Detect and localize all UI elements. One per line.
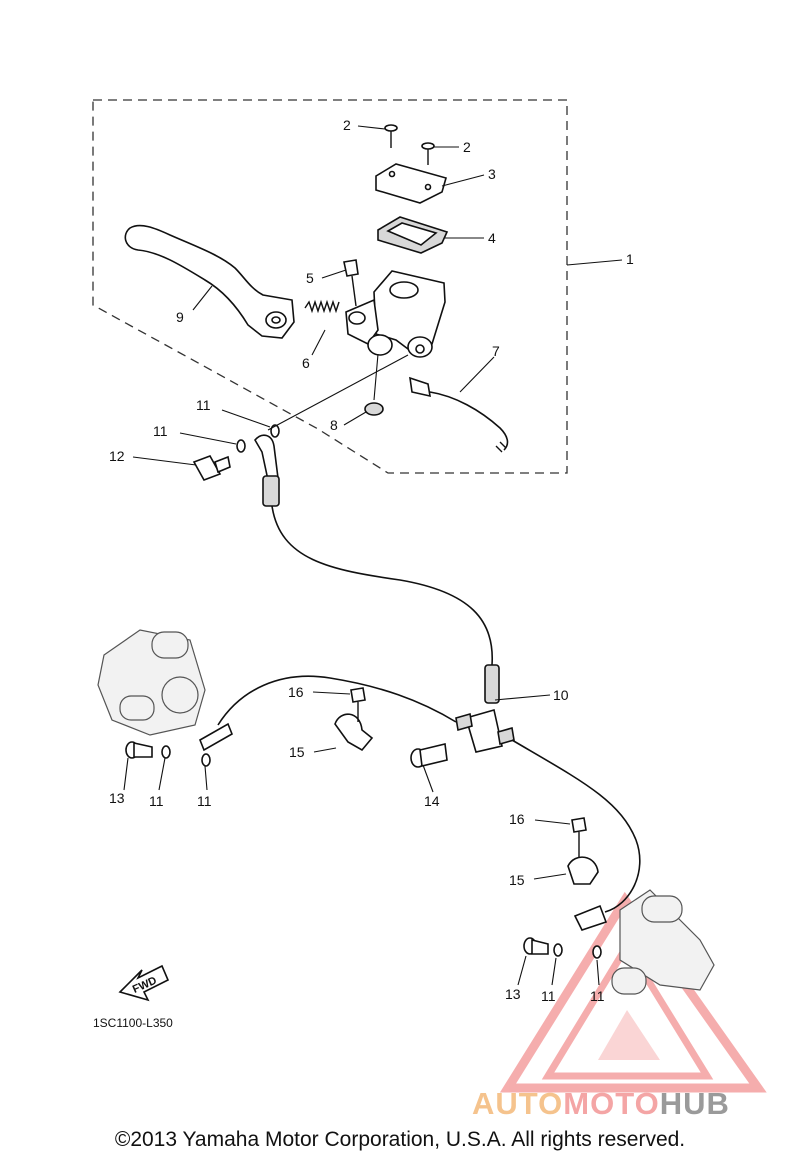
callout-8: 8 [330, 417, 338, 433]
callout-3: 3 [488, 166, 496, 182]
right-brake-caliper [573, 889, 715, 995]
callout-5: 5 [306, 270, 314, 286]
joint-bolt [410, 743, 448, 768]
callout-9: 9 [176, 309, 184, 325]
callout-labels: 2 2 3 4 1 5 6 7 8 9 11 11 12 10 16 15 14… [109, 117, 634, 1004]
callout-11: 11 [590, 988, 605, 1004]
callout-16: 16 [509, 811, 525, 827]
reservoir-cap [375, 163, 447, 204]
callout-11: 11 [153, 423, 168, 439]
copyright-notice: ©2013 Yamaha Motor Corporation, U.S.A. A… [114, 1128, 686, 1151]
callout-6: 6 [302, 355, 310, 371]
copper-washer [201, 753, 211, 767]
callout-12: 12 [109, 448, 125, 464]
copper-washer [553, 943, 563, 957]
callout-leaders [123, 125, 623, 986]
union-bolt [523, 937, 549, 955]
dust-cap [364, 402, 384, 416]
callout-13: 13 [109, 790, 125, 806]
watermark-moto: MOTO [563, 1086, 660, 1121]
master-cylinder-body [345, 270, 446, 358]
brake-light-switch [409, 376, 509, 453]
callout-13: 13 [505, 986, 521, 1002]
callout-10: 10 [553, 687, 569, 703]
callout-16: 16 [288, 684, 304, 700]
callout-15: 15 [509, 872, 525, 888]
callout-11: 11 [197, 793, 212, 809]
copper-washer [236, 439, 246, 453]
brake-hose-joint [455, 708, 515, 753]
watermark-text: AUTOMOTOHUB [472, 1086, 730, 1122]
forward-direction-arrow: FWD [118, 964, 170, 1002]
watermark-auto: AUTO [472, 1086, 564, 1121]
callout-7: 7 [492, 343, 500, 359]
callout-1: 1 [626, 251, 634, 267]
cap-screw [384, 124, 398, 148]
brake-lever [124, 224, 295, 339]
callout-14: 14 [424, 793, 440, 809]
reservoir-diaphragm [377, 216, 449, 254]
left-brake-caliper [97, 629, 234, 752]
hose-clamp [334, 687, 374, 752]
copper-washer [270, 424, 280, 438]
callout-2: 2 [463, 139, 471, 155]
lever-pivot-bolt [343, 259, 359, 307]
lever-spring [304, 299, 340, 314]
watermark-logo [499, 891, 767, 1093]
watermark-hub: HUB [659, 1086, 730, 1121]
callout-4: 4 [488, 230, 496, 246]
brake-hose-left [217, 675, 457, 726]
callout-15: 15 [289, 744, 305, 760]
union-bolt [125, 741, 153, 759]
brake-hose [254, 434, 500, 704]
callout-11: 11 [196, 397, 211, 413]
copper-washer [161, 745, 171, 759]
callout-11: 11 [541, 988, 556, 1004]
master-cylinder-assembly-boundary [92, 99, 568, 474]
hose-clamp [567, 817, 599, 885]
callout-11: 11 [149, 793, 164, 809]
copper-washer [592, 945, 602, 959]
callout-2: 2 [343, 117, 351, 133]
diagram-code: 1SC1100-L350 [93, 1016, 173, 1030]
cap-screw [421, 142, 435, 165]
brake-hose-right [511, 739, 641, 913]
union-bolt [192, 455, 231, 481]
